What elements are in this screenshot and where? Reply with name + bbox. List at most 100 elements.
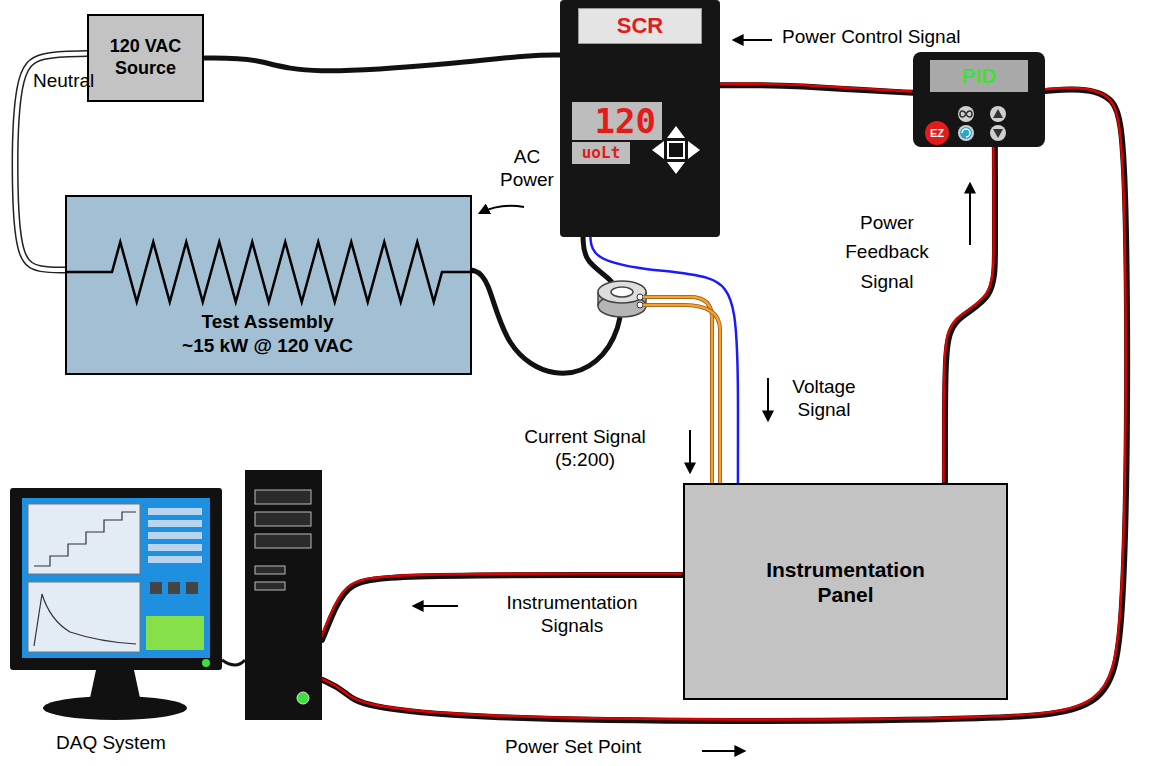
signal-label: Instrumentation Signals xyxy=(492,592,652,638)
screen-button xyxy=(186,582,198,594)
monitor-cable xyxy=(222,660,245,665)
screen-readout xyxy=(148,532,202,539)
current-wire xyxy=(643,305,720,483)
refresh-symbol xyxy=(962,129,970,137)
resistor-symbol xyxy=(67,242,474,302)
power-led xyxy=(202,659,210,667)
power-source-box: 120 VAC Source xyxy=(87,14,204,102)
daq-system: DAQ System xyxy=(0,470,322,766)
signal-cable-stroke xyxy=(321,574,682,639)
direction-arrow xyxy=(734,39,772,41)
screen-readout xyxy=(148,508,202,515)
signal-cable xyxy=(321,88,1128,721)
ct-terminal xyxy=(637,302,643,308)
current-wire xyxy=(643,297,712,483)
tower-led xyxy=(297,692,309,704)
node-text: ~15 kW @ 120 VAC xyxy=(67,335,468,358)
power-cable-stroke xyxy=(472,237,621,373)
current-wire xyxy=(643,297,712,483)
signal-label: Power Control Signal xyxy=(782,26,1012,49)
direction-arrow xyxy=(969,184,971,245)
power-cable xyxy=(204,55,560,71)
up-symbol xyxy=(993,109,1003,118)
monitor-screen xyxy=(22,498,210,658)
signal-cable-stroke xyxy=(322,89,1127,720)
direction-arrow xyxy=(702,750,744,752)
keypad-arrow xyxy=(688,141,700,159)
keypad-arrow xyxy=(667,126,685,138)
node-title: PID xyxy=(930,60,1028,92)
signal-label: Power Feedback Signal xyxy=(840,208,934,296)
drive-bay xyxy=(255,534,311,548)
power-cable xyxy=(472,237,621,373)
node-text: uoLt xyxy=(572,142,630,164)
node-illustration xyxy=(0,470,322,766)
pid-button xyxy=(990,106,1006,122)
screen-readout xyxy=(148,544,202,551)
direction-arrow xyxy=(480,206,524,213)
direction-arrow xyxy=(414,605,458,607)
screen-readout xyxy=(148,520,202,527)
keypad-arrow xyxy=(652,141,664,159)
instrumentation-panel: Instrumentation Panel xyxy=(683,483,1008,700)
direction-arrow xyxy=(689,430,691,472)
screen-chart xyxy=(28,504,140,574)
screen-button xyxy=(150,582,162,594)
ct-terminal xyxy=(637,294,643,300)
screen-panel xyxy=(146,616,204,650)
node-text: 120 xyxy=(572,102,662,140)
signal-label: Voltage Signal xyxy=(782,376,866,422)
signal-label: Neutral xyxy=(33,70,113,93)
signal-cable-stroke xyxy=(944,146,994,482)
signal-cable xyxy=(719,84,913,93)
scr-controller: SCR 120uoLt xyxy=(560,0,720,237)
direction-arrow xyxy=(767,378,769,420)
pid-buttons xyxy=(958,106,1006,141)
chart-trace xyxy=(34,512,136,566)
node-title: DAQ System xyxy=(56,732,166,755)
drive-bay xyxy=(255,490,311,504)
screen-readout xyxy=(148,556,202,563)
monitor-frame xyxy=(10,488,222,670)
monitor-stand xyxy=(90,670,140,698)
signal-label: AC Power xyxy=(492,146,562,192)
signal-cable-stroke xyxy=(321,88,1126,719)
down-symbol xyxy=(993,129,1003,138)
ct-top xyxy=(598,281,646,303)
monitor-base xyxy=(43,696,187,720)
pc-tower xyxy=(245,470,322,720)
keypad-arrow xyxy=(667,162,685,174)
current-transformer xyxy=(598,281,646,317)
signal-cable-stroke xyxy=(719,84,912,92)
node-title: Test Assembly xyxy=(67,311,468,334)
drive-bay xyxy=(255,512,311,526)
node-text: EZ xyxy=(925,121,949,145)
ct-hole xyxy=(611,287,633,297)
pid-button xyxy=(958,106,974,122)
signal-cable xyxy=(944,146,995,483)
node-title: SCR xyxy=(578,8,702,44)
node-title: 120 VAC Source xyxy=(93,36,198,79)
signal-cable-stroke xyxy=(322,575,683,640)
signal-cable-stroke xyxy=(945,147,995,483)
power-cable-stroke xyxy=(204,55,560,71)
pid-button xyxy=(958,125,974,141)
signal-label: Power Set Point xyxy=(505,736,695,759)
label-layer: Neutral AC Power Power Control SignalPower… xyxy=(0,0,1012,759)
chart-trace xyxy=(34,594,136,646)
signal-label: Current Signal (5:200) xyxy=(505,426,665,472)
drive-bay xyxy=(255,566,285,574)
keypad-center xyxy=(668,142,684,158)
pid-button xyxy=(990,125,1006,141)
computer-illustration xyxy=(10,470,322,720)
test-assembly-box: Test Assembly~15 kW @ 120 VAC xyxy=(65,195,472,375)
pid-controller: PID EZ xyxy=(913,52,1045,147)
drive-bay xyxy=(255,582,285,590)
signal-cable xyxy=(321,574,683,640)
node-title: Instrumentation Panel xyxy=(763,557,928,607)
refresh-button xyxy=(960,127,972,139)
infinity-symbol xyxy=(960,111,972,117)
screen-chart xyxy=(28,582,140,652)
current-wire xyxy=(643,305,720,483)
